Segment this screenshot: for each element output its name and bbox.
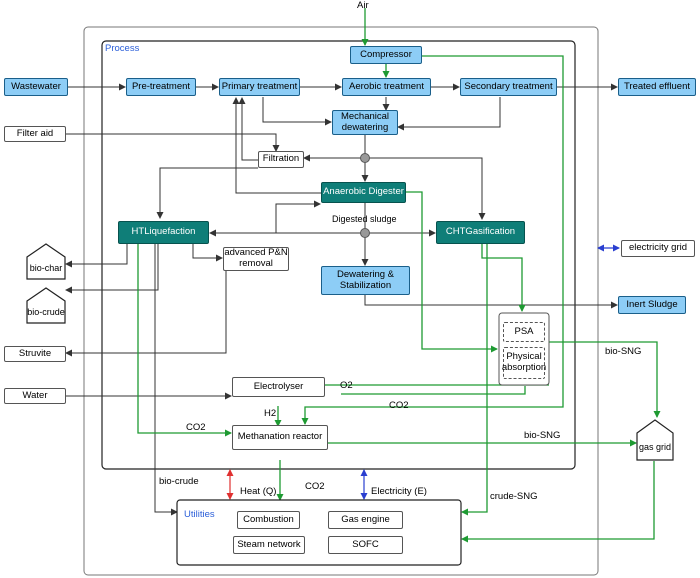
utilities-frame <box>176 499 462 566</box>
system-boundary <box>83 26 599 576</box>
gas-grid-icon <box>636 419 674 461</box>
bio-sng-psa-label: bio-SNG <box>605 346 642 357</box>
process-title: Process <box>105 43 140 54</box>
electrolyser-box[interactable]: Electrolyser <box>232 377 325 397</box>
bio-sng-methanation-label: bio-SNG <box>524 430 561 441</box>
steam-network-box[interactable]: Steam network <box>233 536 305 554</box>
htliquefaction-box[interactable]: HTLiquefaction <box>118 221 209 244</box>
biocrude-store-label: bio-crude <box>27 306 65 317</box>
heat-label: Heat (Q) <box>240 486 277 497</box>
crude-sng-label: crude-SNG <box>490 491 538 502</box>
filter-aid-box[interactable]: Filter aid <box>4 126 66 142</box>
bio-crude-line-label: bio-crude <box>159 476 199 487</box>
biocrude-store-icon <box>26 287 66 324</box>
filtration-box[interactable]: Filtration <box>258 151 304 168</box>
mechanical-dewatering-box[interactable]: Mechanical dewatering <box>332 110 398 135</box>
psa-box[interactable]: PSA <box>503 322 545 342</box>
dewatering-stabilization-box[interactable]: Dewatering & Stabilization <box>321 266 410 295</box>
h2-label: H2 <box>264 408 277 419</box>
compressor-box[interactable]: Compressor <box>350 46 422 64</box>
wastewater-box[interactable]: Wastewater <box>4 78 68 96</box>
struvite-box[interactable]: Struvite <box>4 346 66 362</box>
gas-engine-box[interactable]: Gas engine <box>328 511 403 529</box>
combustion-box[interactable]: Combustion <box>237 511 300 529</box>
co2-left-label: CO2 <box>186 422 206 433</box>
biochar-store-icon <box>26 243 66 280</box>
advanced-pn-removal-box[interactable]: advanced P&N removal <box>223 247 289 271</box>
process-boundary <box>101 40 576 470</box>
gas-grid-label: gas grid <box>638 441 672 452</box>
treated-effluent-box[interactable]: Treated effluent <box>618 78 696 96</box>
anaerobic-digester-box[interactable]: Anaerobic Digester <box>321 182 406 203</box>
electricity-label: Electricity (E) <box>371 486 427 497</box>
o2-label: O2 <box>340 380 353 391</box>
chtgasification-box[interactable]: CHTGasification <box>436 221 525 244</box>
co2-psa-label: CO2 <box>389 400 409 411</box>
air-label: Air <box>357 0 369 11</box>
primary-treatment-box[interactable]: Primary treatment <box>219 78 300 96</box>
utilities-title: Utilities <box>184 509 215 520</box>
biochar-label: bio-char <box>29 262 63 273</box>
secondary-treatment-box[interactable]: Secondary treatment <box>460 78 557 96</box>
pretreatment-box[interactable]: Pre-treatment <box>126 78 196 96</box>
methanation-reactor-box[interactable]: Methanation reactor <box>232 425 328 450</box>
aerobic-treatment-box[interactable]: Aerobic treatment <box>342 78 431 96</box>
physical-absorption-box[interactable]: Physical absorption <box>502 347 546 379</box>
co2-utilities-label: CO2 <box>305 481 325 492</box>
inert-sludge-box[interactable]: Inert Sludge <box>618 296 686 314</box>
digested-sludge-label: Digested sludge <box>332 214 397 224</box>
sofc-box[interactable]: SOFC <box>328 536 403 554</box>
water-box[interactable]: Water <box>4 388 66 404</box>
electricity-grid-box[interactable]: electricity grid <box>621 240 695 257</box>
